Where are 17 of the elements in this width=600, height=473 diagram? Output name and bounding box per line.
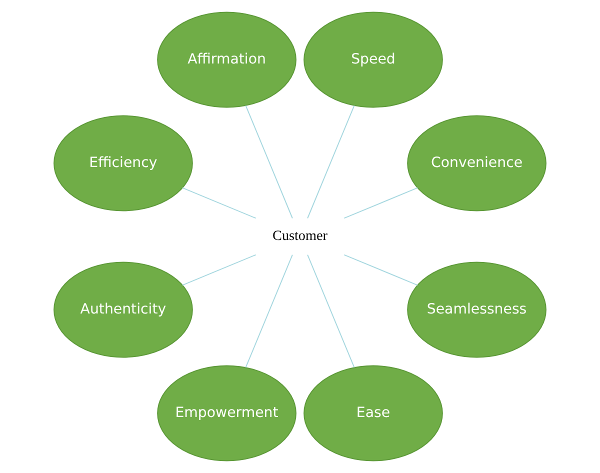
node-ellipse: Seamlessness [407,262,546,358]
connector [245,105,293,218]
node-ellipse: Affirmation [157,12,296,108]
node-text: Customer [272,228,328,244]
connector [245,254,293,368]
node-ellipse: Efficiency [54,115,193,212]
connector [344,187,418,219]
connector [307,254,355,368]
connector [344,254,418,286]
connector [182,254,256,286]
node-ellipse: Ease [304,365,443,462]
node-ellipse: Empowerment [157,365,296,462]
node-ellipse: Convenience [407,115,546,212]
node-ellipse: Authenticity [54,262,193,358]
node-ellipse: Speed [304,12,443,108]
connector [182,187,256,219]
connector [307,105,355,218]
